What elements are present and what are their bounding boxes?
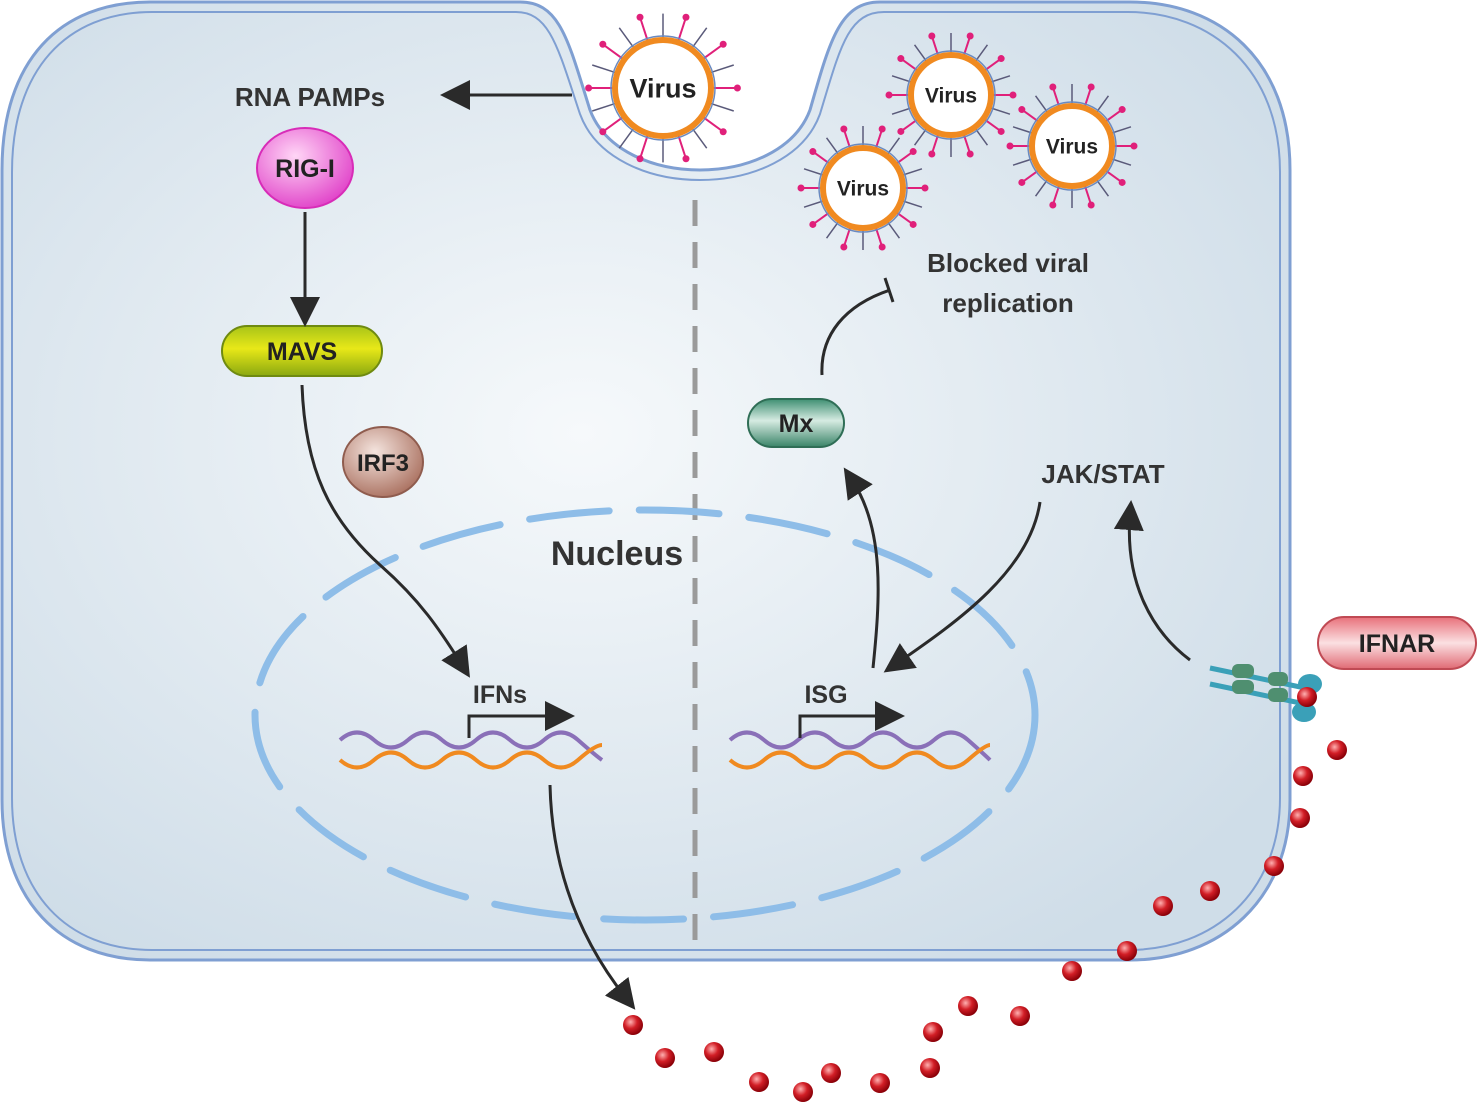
arrow-ifnar-to-jakstat xyxy=(1113,500,1191,662)
interferon-dot xyxy=(1153,896,1173,916)
mavs-label: MAVS xyxy=(267,338,337,366)
interferon-dot xyxy=(920,1058,940,1078)
jak-stat-label: JAK/STAT xyxy=(1041,459,1164,489)
virus-label: Virus xyxy=(629,74,696,104)
interferon-dot xyxy=(1062,961,1082,981)
virus-particle: Virus xyxy=(885,32,1017,158)
virus-label: Virus xyxy=(1046,136,1098,159)
virus-label: Virus xyxy=(925,85,977,108)
ifnar-receptor xyxy=(1209,664,1322,722)
blocked-line1-label: Blocked viral xyxy=(927,248,1089,278)
rna-pamps-label: RNA PAMPs xyxy=(235,82,385,112)
interferon-dot xyxy=(1010,1006,1030,1026)
irf3-node: IRF3 xyxy=(342,426,424,498)
mx-label: Mx xyxy=(779,410,814,438)
interferon-dot xyxy=(958,996,978,1016)
interferon-dot xyxy=(749,1072,769,1092)
interferon-dot xyxy=(623,1015,643,1035)
interferon-dot xyxy=(655,1048,675,1068)
virus-label: Virus xyxy=(837,178,889,201)
interferon-dot xyxy=(870,1073,890,1093)
arrow-mavs-to-ifns xyxy=(300,384,470,678)
ifns-gene: IFNs xyxy=(338,681,604,770)
blocked-line2-label: replication xyxy=(942,288,1073,318)
cell-membrane-inner xyxy=(11,11,1281,951)
interferon-dot xyxy=(1117,941,1137,961)
interferon-dots xyxy=(623,687,1347,1102)
interferon-dot xyxy=(1293,766,1313,786)
interferon-dot xyxy=(821,1063,841,1083)
virus-particle: Virus xyxy=(1006,83,1138,209)
mx-node: Mx xyxy=(747,398,845,448)
interferon-dot xyxy=(704,1042,724,1062)
rig-i-label: RIG-I xyxy=(275,155,335,183)
arrow-ifns-out xyxy=(548,784,636,1010)
interferon-dot xyxy=(1297,687,1317,707)
virus-particle: Virus xyxy=(585,13,741,163)
virus-particle: Virus xyxy=(797,125,929,251)
interferon-dot xyxy=(1264,856,1284,876)
rig-i-node: RIG-I xyxy=(256,127,354,209)
interferon-dot xyxy=(793,1082,813,1102)
arrow-jakstat-to-isg xyxy=(883,501,1042,673)
irf3-label: IRF3 xyxy=(357,450,409,477)
mavs-node: MAVS xyxy=(221,325,383,377)
ifnar-node: IFNAR xyxy=(1317,616,1477,670)
inhibition-bar xyxy=(883,277,895,303)
isg-gene: ISG xyxy=(728,681,992,770)
isg-label: ISG xyxy=(804,681,847,709)
nucleus-label: Nucleus xyxy=(551,535,683,573)
ifns-label: IFNs xyxy=(473,681,527,709)
interferon-dot xyxy=(1200,881,1220,901)
nucleus-envelope xyxy=(251,506,1039,924)
ifnar-label: IFNAR xyxy=(1359,630,1435,658)
inhibition-mx-to-virus xyxy=(820,288,891,376)
arrow-isg-to-mx xyxy=(843,467,880,669)
interferon-dot xyxy=(923,1022,943,1042)
ifns-promoter-arrow xyxy=(467,701,575,738)
interferon-dot xyxy=(1327,740,1347,760)
interferon-dot xyxy=(1290,808,1310,828)
isg-promoter-arrow xyxy=(798,701,905,738)
